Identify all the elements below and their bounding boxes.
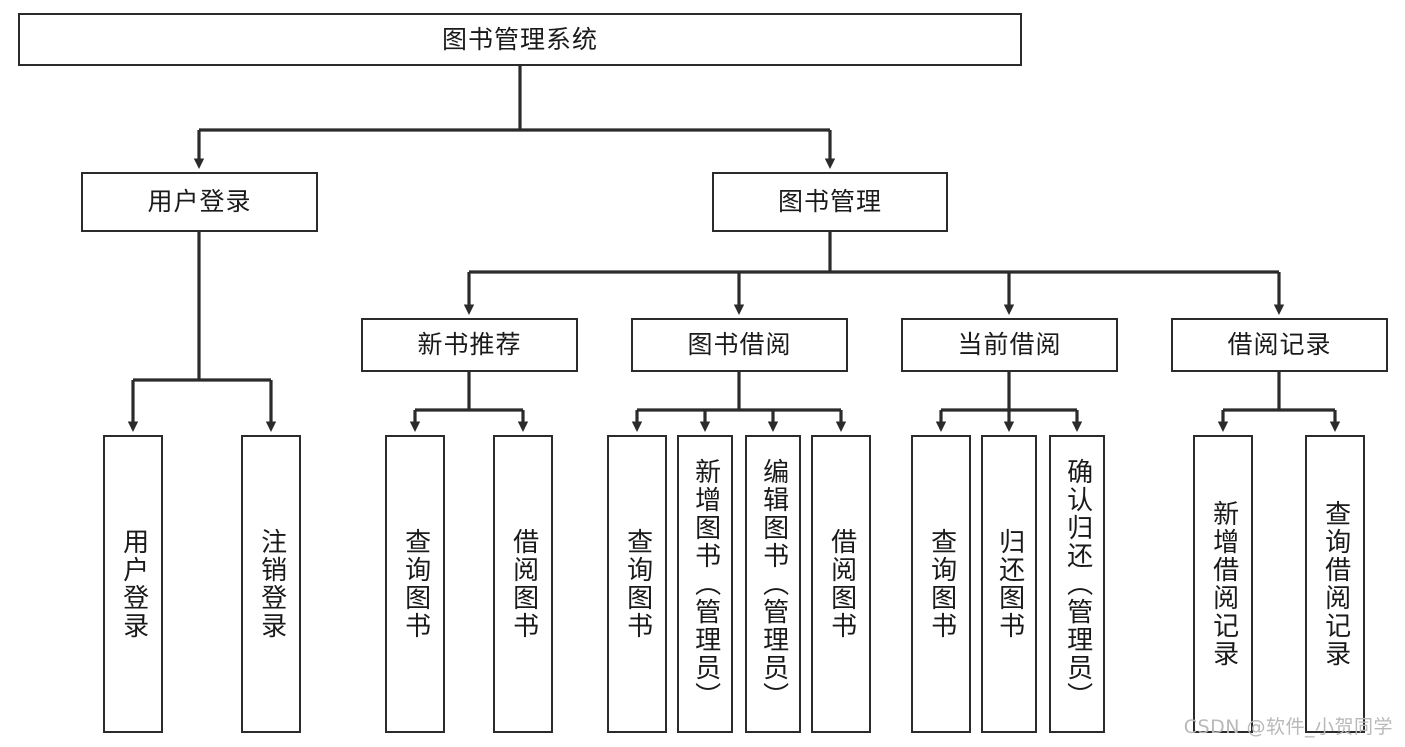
node-borrow-record[interactable]: 借阅记录 xyxy=(1171,318,1388,372)
leaf-borrow-book-1[interactable]: 借阅图书 xyxy=(493,435,553,733)
leaf-add-record-label: 新增借阅记录 xyxy=(1208,500,1239,668)
node-book-borrow-label: 图书借阅 xyxy=(687,330,792,360)
leaf-query-book-1-label: 查询图书 xyxy=(400,528,431,640)
csdn-watermark: CSDN @软件_小贺同学 xyxy=(1183,716,1393,738)
leaf-confirm-return[interactable]: 确认归还（管理员） xyxy=(1049,435,1105,733)
leaf-query-book-2[interactable]: 查询图书 xyxy=(607,435,667,733)
leaf-return-book[interactable]: 归还图书 xyxy=(981,435,1037,733)
node-book-borrow[interactable]: 图书借阅 xyxy=(631,318,848,372)
leaf-return-book-label: 归还图书 xyxy=(994,528,1025,640)
leaf-borrow-book-2[interactable]: 借阅图书 xyxy=(811,435,871,733)
leaf-add-book-label: 新增图书（管理员） xyxy=(690,458,721,710)
node-current-borrow-label: 当前借阅 xyxy=(957,330,1062,360)
node-book-manage[interactable]: 图书管理 xyxy=(712,172,948,232)
leaf-edit-book-label: 编辑图书（管理员） xyxy=(758,458,789,710)
leaf-borrow-book-1-label: 借阅图书 xyxy=(508,528,539,640)
leaf-query-record-label: 查询借阅记录 xyxy=(1320,500,1351,668)
leaf-user-logout-label: 注销登录 xyxy=(256,528,287,640)
leaf-user-login[interactable]: 用户登录 xyxy=(103,435,163,733)
leaf-query-book-3-label: 查询图书 xyxy=(926,528,957,640)
leaf-query-book-3[interactable]: 查询图书 xyxy=(911,435,971,733)
node-borrow-record-label: 借阅记录 xyxy=(1227,330,1332,360)
leaf-query-book-1[interactable]: 查询图书 xyxy=(385,435,445,733)
leaf-user-logout[interactable]: 注销登录 xyxy=(241,435,301,733)
leaf-user-login-label: 用户登录 xyxy=(118,528,149,640)
leaf-add-record[interactable]: 新增借阅记录 xyxy=(1193,435,1253,733)
node-root-label: 图书管理系统 xyxy=(441,24,598,54)
leaf-query-book-2-label: 查询图书 xyxy=(622,528,653,640)
node-root[interactable]: 图书管理系统 xyxy=(18,13,1022,66)
node-book-manage-label: 图书管理 xyxy=(777,187,882,217)
node-new-book-rec[interactable]: 新书推荐 xyxy=(361,318,578,372)
node-current-borrow[interactable]: 当前借阅 xyxy=(901,318,1118,372)
node-user-login-label: 用户登录 xyxy=(147,187,252,217)
leaf-borrow-book-2-label: 借阅图书 xyxy=(826,528,857,640)
leaf-edit-book[interactable]: 编辑图书（管理员） xyxy=(745,435,801,733)
leaf-add-book[interactable]: 新增图书（管理员） xyxy=(677,435,733,733)
node-user-login[interactable]: 用户登录 xyxy=(81,172,318,232)
node-new-book-rec-label: 新书推荐 xyxy=(417,330,522,360)
leaf-query-record[interactable]: 查询借阅记录 xyxy=(1305,435,1365,733)
leaf-confirm-return-label: 确认归还（管理员） xyxy=(1062,458,1093,710)
